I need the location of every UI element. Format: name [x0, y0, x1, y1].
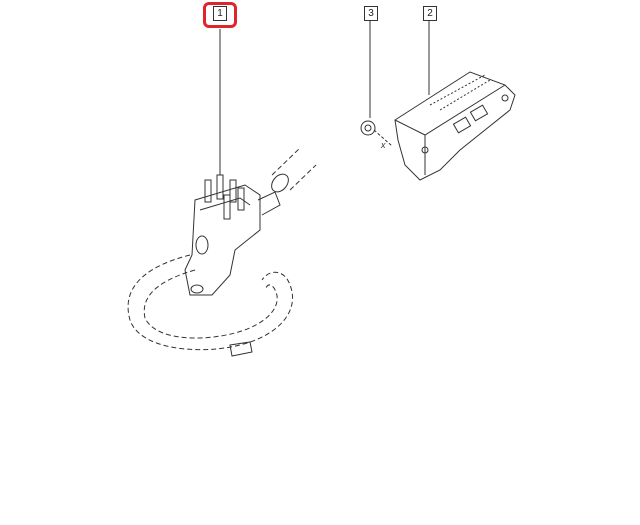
nut [360, 120, 393, 147]
callout-label-3[interactable]: 3 [364, 6, 378, 21]
hose-clip [229, 341, 253, 357]
callout-label-1[interactable]: 1 [213, 6, 227, 21]
callout-highlight [203, 2, 237, 28]
hose [127, 254, 294, 351]
control-unit [394, 71, 516, 181]
x-mark-annotation: x [381, 140, 386, 150]
upper-hose [271, 147, 317, 193]
callout-label-2[interactable]: 2 [423, 6, 437, 21]
valve-block [184, 174, 281, 296]
